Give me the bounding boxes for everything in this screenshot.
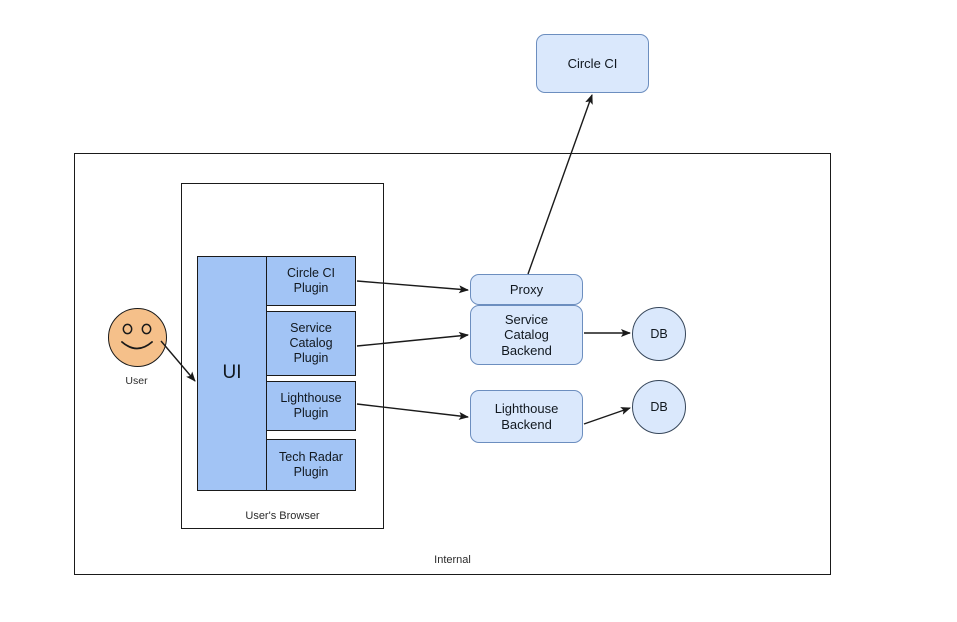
circle-ci-plugin-label-line1: Circle CI (287, 266, 335, 281)
proxy-box[interactable]: Proxy (470, 274, 583, 305)
service-catalog-backend-label-line1: Service (504, 312, 549, 327)
service-catalog-db[interactable]: DB (632, 307, 686, 361)
service-catalog-db-label: DB (650, 326, 668, 341)
ui-label: UI (222, 362, 242, 384)
circle-ci-external-label: Circle CI (567, 55, 618, 71)
lighthouse-db-label: DB (650, 399, 668, 414)
browser-boundary-label: User's Browser (245, 510, 320, 522)
service-catalog-backend-label-line2: Catalog (504, 327, 549, 343)
service-catalog-plugin-label-line3: Plugin (293, 350, 329, 365)
lighthouse-backend-label-line1: Lighthouse (494, 401, 559, 417)
circle-ci-external-box[interactable]: Circle CI (536, 34, 649, 93)
circle-ci-plugin-label-line2: Plugin (293, 281, 329, 295)
lighthouse-backend-box[interactable]: Lighthouse Backend (470, 390, 583, 443)
service-catalog-plugin[interactable]: Service Catalog Plugin (266, 311, 356, 376)
service-catalog-backend-label-line3: Backend (501, 342, 552, 358)
service-catalog-plugin-label-line1: Service (290, 321, 332, 336)
lighthouse-backend-label-line2: Backend (501, 416, 552, 432)
lighthouse-plugin-label-line2: Plugin (293, 406, 329, 420)
ui-box[interactable]: UI (197, 256, 267, 491)
service-catalog-plugin-label-line2: Catalog (289, 336, 333, 351)
circle-ci-plugin[interactable]: Circle CI Plugin (266, 256, 356, 306)
lighthouse-db[interactable]: DB (632, 380, 686, 434)
smiley-face-icon (108, 308, 167, 367)
lighthouse-plugin[interactable]: Lighthouse Plugin (266, 381, 356, 431)
user-actor-label: User (125, 375, 148, 387)
internal-boundary-label: Internal (434, 554, 471, 566)
proxy-label: Proxy (509, 281, 544, 297)
tech-radar-plugin-label-line1: Tech Radar (279, 450, 343, 465)
lighthouse-plugin-label-line1: Lighthouse (280, 391, 342, 406)
service-catalog-backend-box[interactable]: Service Catalog Backend (470, 305, 583, 365)
internal-boundary (74, 153, 831, 575)
tech-radar-plugin-label-line2: Plugin (293, 465, 329, 479)
tech-radar-plugin[interactable]: Tech Radar Plugin (266, 439, 356, 491)
